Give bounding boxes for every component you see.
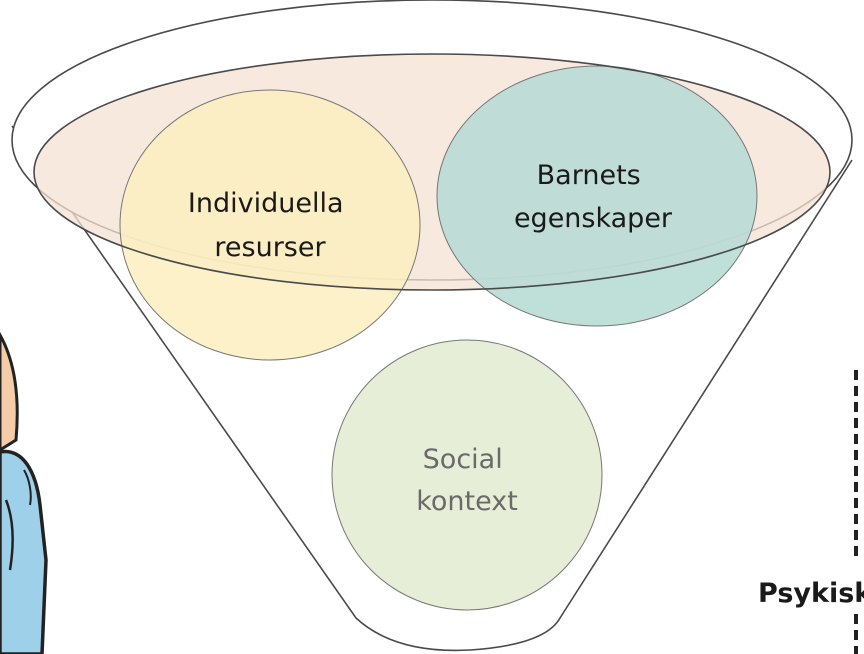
label-social-context: Social kontext [416, 444, 518, 517]
label-social-line1: Social [423, 444, 503, 475]
label-child-line1: Barnets [537, 160, 641, 191]
label-child-line2: egenskaper [514, 203, 673, 234]
label-child-traits: Barnets egenskaper [514, 160, 673, 234]
circle-social-context [331, 339, 603, 611]
circle-child-traits [436, 65, 758, 327]
person-shirt-fold [4, 499, 14, 571]
person-figure [0, 331, 48, 654]
circle-individual-resources [119, 89, 421, 361]
person-shirt [0, 449, 48, 654]
person-sleeve-fold [23, 469, 32, 506]
person-arm [0, 331, 19, 452]
partial-label-psykisk: Psykisk h [758, 578, 864, 609]
funnel-inner-band-outline [33, 53, 831, 291]
label-social-line2: kontext [416, 486, 518, 517]
background-figure-fragment: Psykisk h [758, 370, 864, 654]
label-individual-resources: Individuella resurser [188, 188, 352, 263]
label-individual-line2: resurser [214, 232, 326, 263]
label-individual-line1: Individuella [188, 188, 344, 219]
